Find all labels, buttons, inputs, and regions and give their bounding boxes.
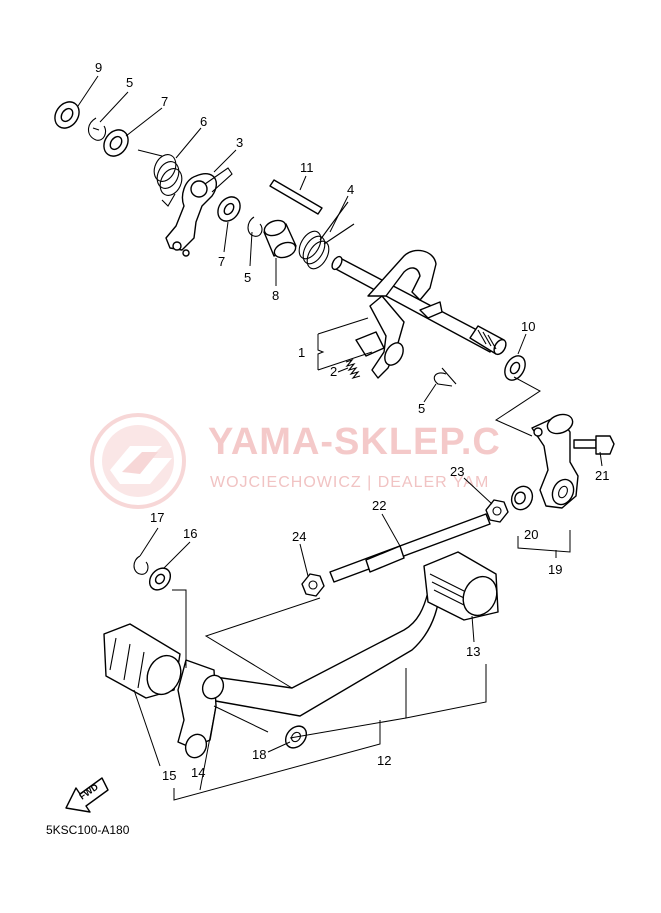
- fwd-arrow-icon: FWD: [65, 777, 109, 813]
- part-8-collar: [263, 219, 297, 259]
- part-21-bolt: [573, 435, 615, 455]
- callout-13: 13: [466, 644, 480, 659]
- part-23-nut: [485, 499, 509, 523]
- callout-23: 23: [450, 464, 464, 479]
- part-5-circlip-middle: [247, 216, 263, 237]
- watermark: YAMA-SKLEP.C WOJCIECHOWICZ | DEALER YAM: [90, 413, 501, 509]
- callout-5: 5: [126, 75, 133, 90]
- part-5-circlip-lower: [433, 367, 457, 387]
- diagram-code: 5KSC100-A180: [46, 823, 130, 837]
- callout-4: 4: [347, 182, 354, 197]
- callout-11: 11: [300, 160, 314, 175]
- watermark-logo-icon: [90, 413, 186, 509]
- callout-8: 8: [272, 288, 279, 303]
- callout-24: 24: [292, 529, 306, 544]
- callout-17: 17: [150, 510, 164, 525]
- watermark-sub-text: WOJCIECHOWICZ | DEALER YAM: [210, 474, 489, 491]
- callout-7: 7: [218, 254, 225, 269]
- part-10-oil-seal: [504, 355, 526, 381]
- callout-2: 2: [330, 364, 337, 379]
- callout-5: 5: [418, 401, 425, 416]
- part-13-pedal-rubber-rear: [423, 551, 499, 621]
- watermark-main-text: YAMA-SKLEP.C: [208, 421, 501, 463]
- part-5-circlip-upper: [87, 117, 107, 141]
- callout-1: 1: [298, 345, 305, 360]
- part-19-shift-arm: [531, 413, 579, 509]
- part-3-shift-arm: [165, 167, 233, 257]
- callout-9: 9: [95, 60, 102, 75]
- part-1-shift-shaft: [331, 249, 507, 379]
- callout-5: 5: [244, 270, 251, 285]
- callout-20: 20: [524, 527, 538, 542]
- callout-22: 22: [372, 498, 386, 513]
- callout-18: 18: [252, 747, 266, 762]
- callout-labels: 9 5 7 6 3 11 4 7 5 8 10 1 2 5 21 23 22 2…: [95, 60, 609, 783]
- callout-15: 15: [162, 768, 176, 783]
- part-15-pedal-rubber-front: [103, 623, 182, 699]
- part-16-washer: [148, 567, 172, 591]
- part-11-pin: [269, 179, 323, 215]
- part-20-ball-joint: [510, 485, 534, 511]
- part-17-clip: [133, 555, 149, 575]
- callout-14: 14: [191, 765, 205, 780]
- callout-19: 19: [548, 562, 562, 577]
- part-6-torsion-spring: [137, 149, 183, 207]
- part-7-washer-upper: [103, 129, 129, 157]
- part-9-washer: [54, 101, 80, 129]
- part-12-shift-pedal: [177, 589, 441, 759]
- part-2-spring: [345, 358, 361, 380]
- callout-12: 12: [377, 753, 391, 768]
- callout-16: 16: [183, 526, 197, 541]
- part-22-shift-rod: [329, 513, 491, 583]
- part-4-return-spring: [298, 201, 355, 270]
- callout-21: 21: [595, 468, 609, 483]
- callout-10: 10: [521, 319, 535, 334]
- part-24-nut: [301, 573, 325, 597]
- leader-lines: [77, 75, 603, 801]
- callout-3: 3: [236, 135, 243, 150]
- callout-7: 7: [161, 94, 168, 109]
- part-7-washer-middle: [217, 196, 241, 222]
- callout-6: 6: [200, 114, 207, 129]
